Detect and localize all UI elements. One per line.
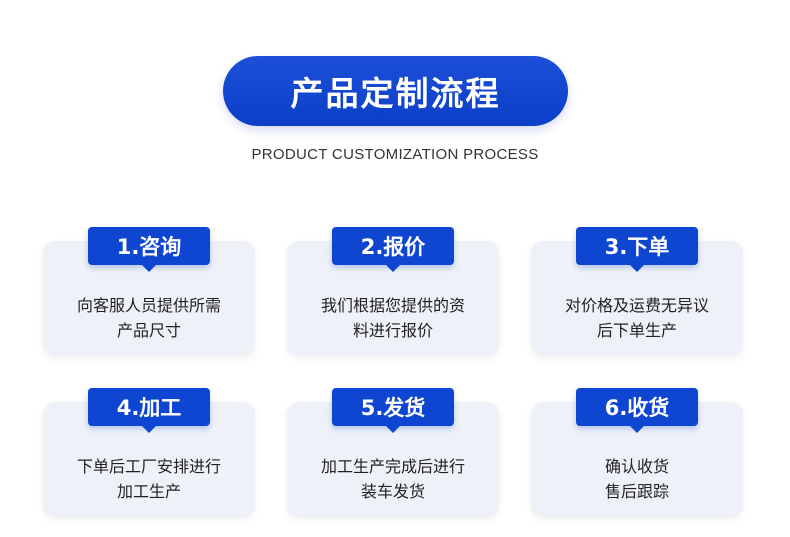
step-description-line: 对价格及运费无异议 — [564, 296, 709, 315]
step-description: 对价格及运费无异议 后下单生产 — [541, 293, 733, 343]
step-description-line: 后下单生产 — [596, 321, 677, 340]
step-description-line: 加工生产 — [116, 482, 181, 501]
step-description: 下单后工厂安排进行 加工生产 — [53, 454, 245, 504]
page-subtitle: PRODUCT CUSTOMIZATION PROCESS — [251, 146, 539, 163]
step-description-line: 装车发货 — [360, 482, 425, 501]
step-description: 加工生产完成后进行 装车发货 — [297, 454, 489, 504]
step-label-text: 5.发货 — [360, 396, 426, 420]
step-description-line: 产品尺寸 — [116, 321, 181, 340]
step-description-line: 我们根据您提供的资 — [320, 296, 465, 315]
step-description-line: 售后跟踪 — [604, 482, 669, 501]
step-card-2: 我们根据您提供的资 料进行报价 — [287, 241, 499, 356]
step-label-text: 2.报价 — [360, 235, 426, 259]
step-description-line: 向客服人员提供所需 — [76, 296, 221, 315]
step-label-text: 4.加工 — [116, 396, 182, 420]
step-label-6: 6.收货 — [576, 388, 698, 433]
step-description-line: 下单后工厂安排进行 — [76, 457, 221, 476]
step-description-line: 加工生产完成后进行 — [320, 457, 465, 476]
page-title: 产品定制流程 — [290, 74, 501, 113]
step-description: 确认收货 售后跟踪 — [541, 454, 733, 504]
step-label-5: 5.发货 — [332, 388, 454, 433]
step-label-3: 3.下单 — [576, 227, 698, 272]
step-label-text: 1.咨询 — [116, 235, 182, 259]
step-label-4: 4.加工 — [88, 388, 210, 433]
step-description-line: 确认收货 — [604, 457, 669, 476]
step-description: 我们根据您提供的资 料进行报价 — [297, 293, 489, 343]
step-description: 向客服人员提供所需 产品尺寸 — [53, 293, 245, 343]
step-label-2: 2.报价 — [332, 227, 454, 272]
title-banner: 产品定制流程 — [223, 56, 568, 126]
step-label-text: 6.收货 — [604, 396, 670, 420]
step-label-1: 1.咨询 — [88, 227, 210, 272]
step-description-line: 料进行报价 — [352, 321, 433, 340]
step-label-text: 3.下单 — [604, 235, 670, 259]
